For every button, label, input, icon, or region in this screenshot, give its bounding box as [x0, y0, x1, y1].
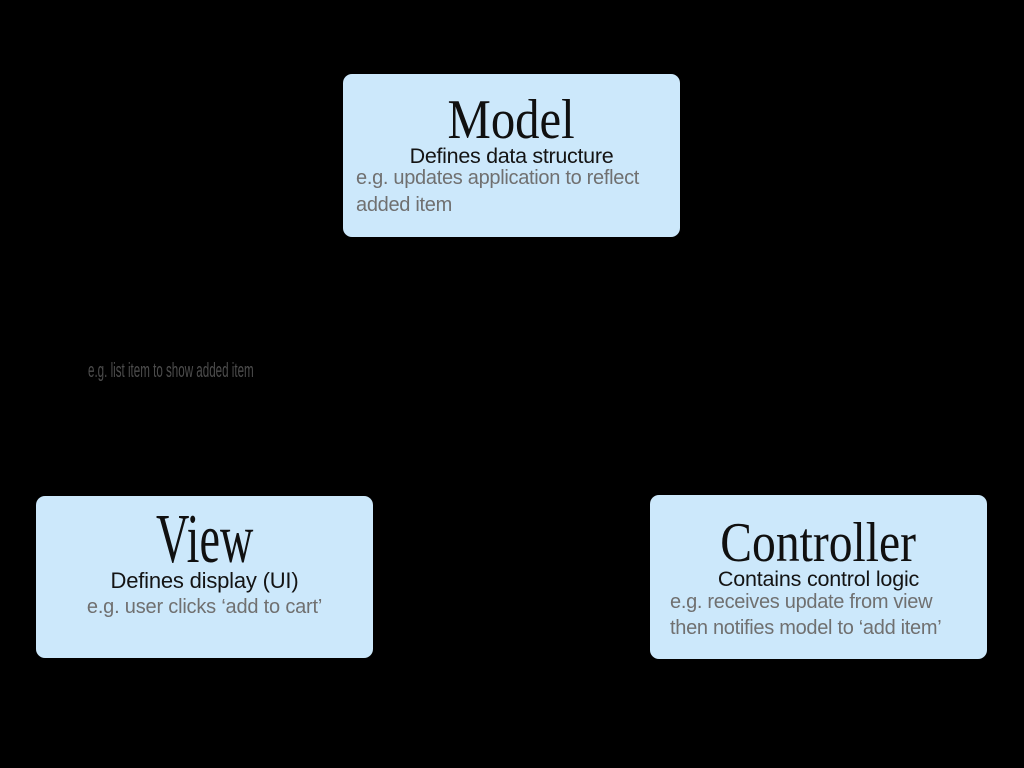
- controller-example: e.g. receives update from view then noti…: [650, 589, 987, 641]
- model-subtitle: Defines data structure: [409, 144, 614, 168]
- view-example: e.g. user clicks ‘add to cart’: [36, 594, 373, 620]
- model-example-line-2: added item: [356, 194, 452, 216]
- view-box: View Defines display (UI) e.g. user clic…: [36, 496, 373, 658]
- controller-box: Controller Contains control logic e.g. r…: [650, 495, 987, 659]
- view-title-text: View: [155, 501, 254, 578]
- view-update-annotation: e.g. list item to show added item: [88, 360, 254, 382]
- controller-title: Controller: [650, 515, 987, 571]
- view-example-line-1: e.g. user clicks ‘add to cart’: [86, 596, 323, 618]
- controller-example-line-1: e.g. receives update from view: [670, 591, 933, 613]
- model-title: Model: [343, 92, 680, 148]
- model-box: Model Defines data structure e.g. update…: [343, 74, 680, 237]
- model-example-line-1: e.g. updates application to reflect: [356, 167, 640, 189]
- model-example: e.g. updates application to reflect adde…: [343, 165, 680, 219]
- controller-title-text: Controller: [720, 512, 917, 574]
- controller-subtitle: Contains control logic: [717, 567, 920, 591]
- controller-example-line-2: then notifies model to ‘add item’: [670, 617, 942, 639]
- view-subtitle: Defines display (UI): [110, 568, 299, 593]
- view-title: View: [36, 505, 373, 575]
- model-title-text: Model: [447, 89, 576, 151]
